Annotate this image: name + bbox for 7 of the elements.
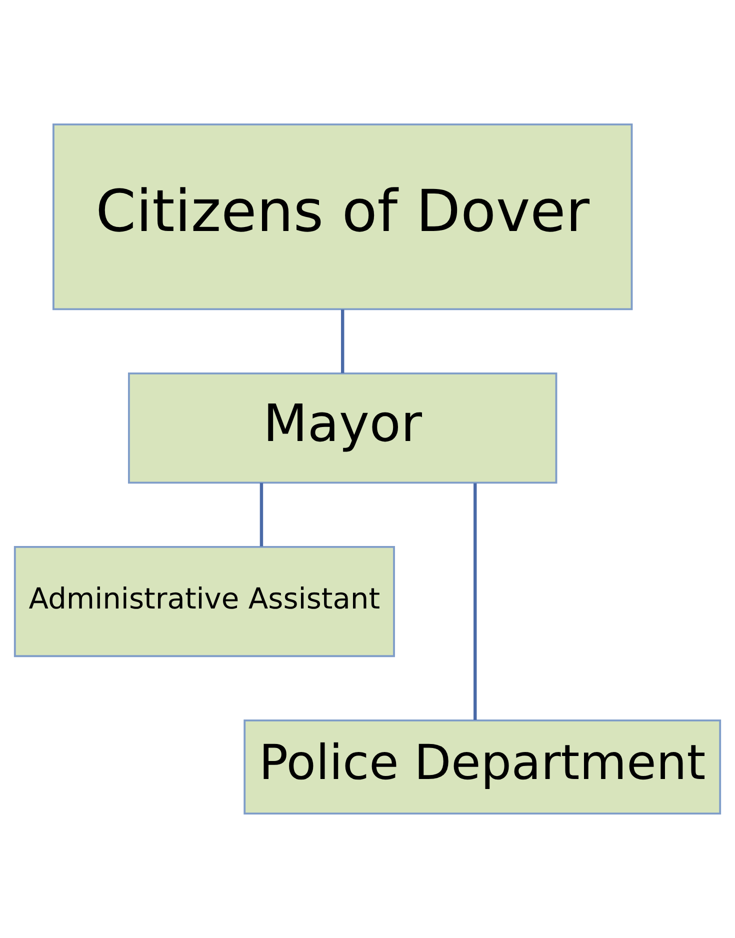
node-box: Mayor <box>128 372 558 484</box>
node-box: Administrative Assistant <box>14 546 395 658</box>
node-box: Citizens of Dover <box>52 123 633 310</box>
connector <box>474 483 477 720</box>
connector <box>341 309 344 374</box>
node-box: Police Department <box>244 719 722 815</box>
connector <box>260 482 264 546</box>
